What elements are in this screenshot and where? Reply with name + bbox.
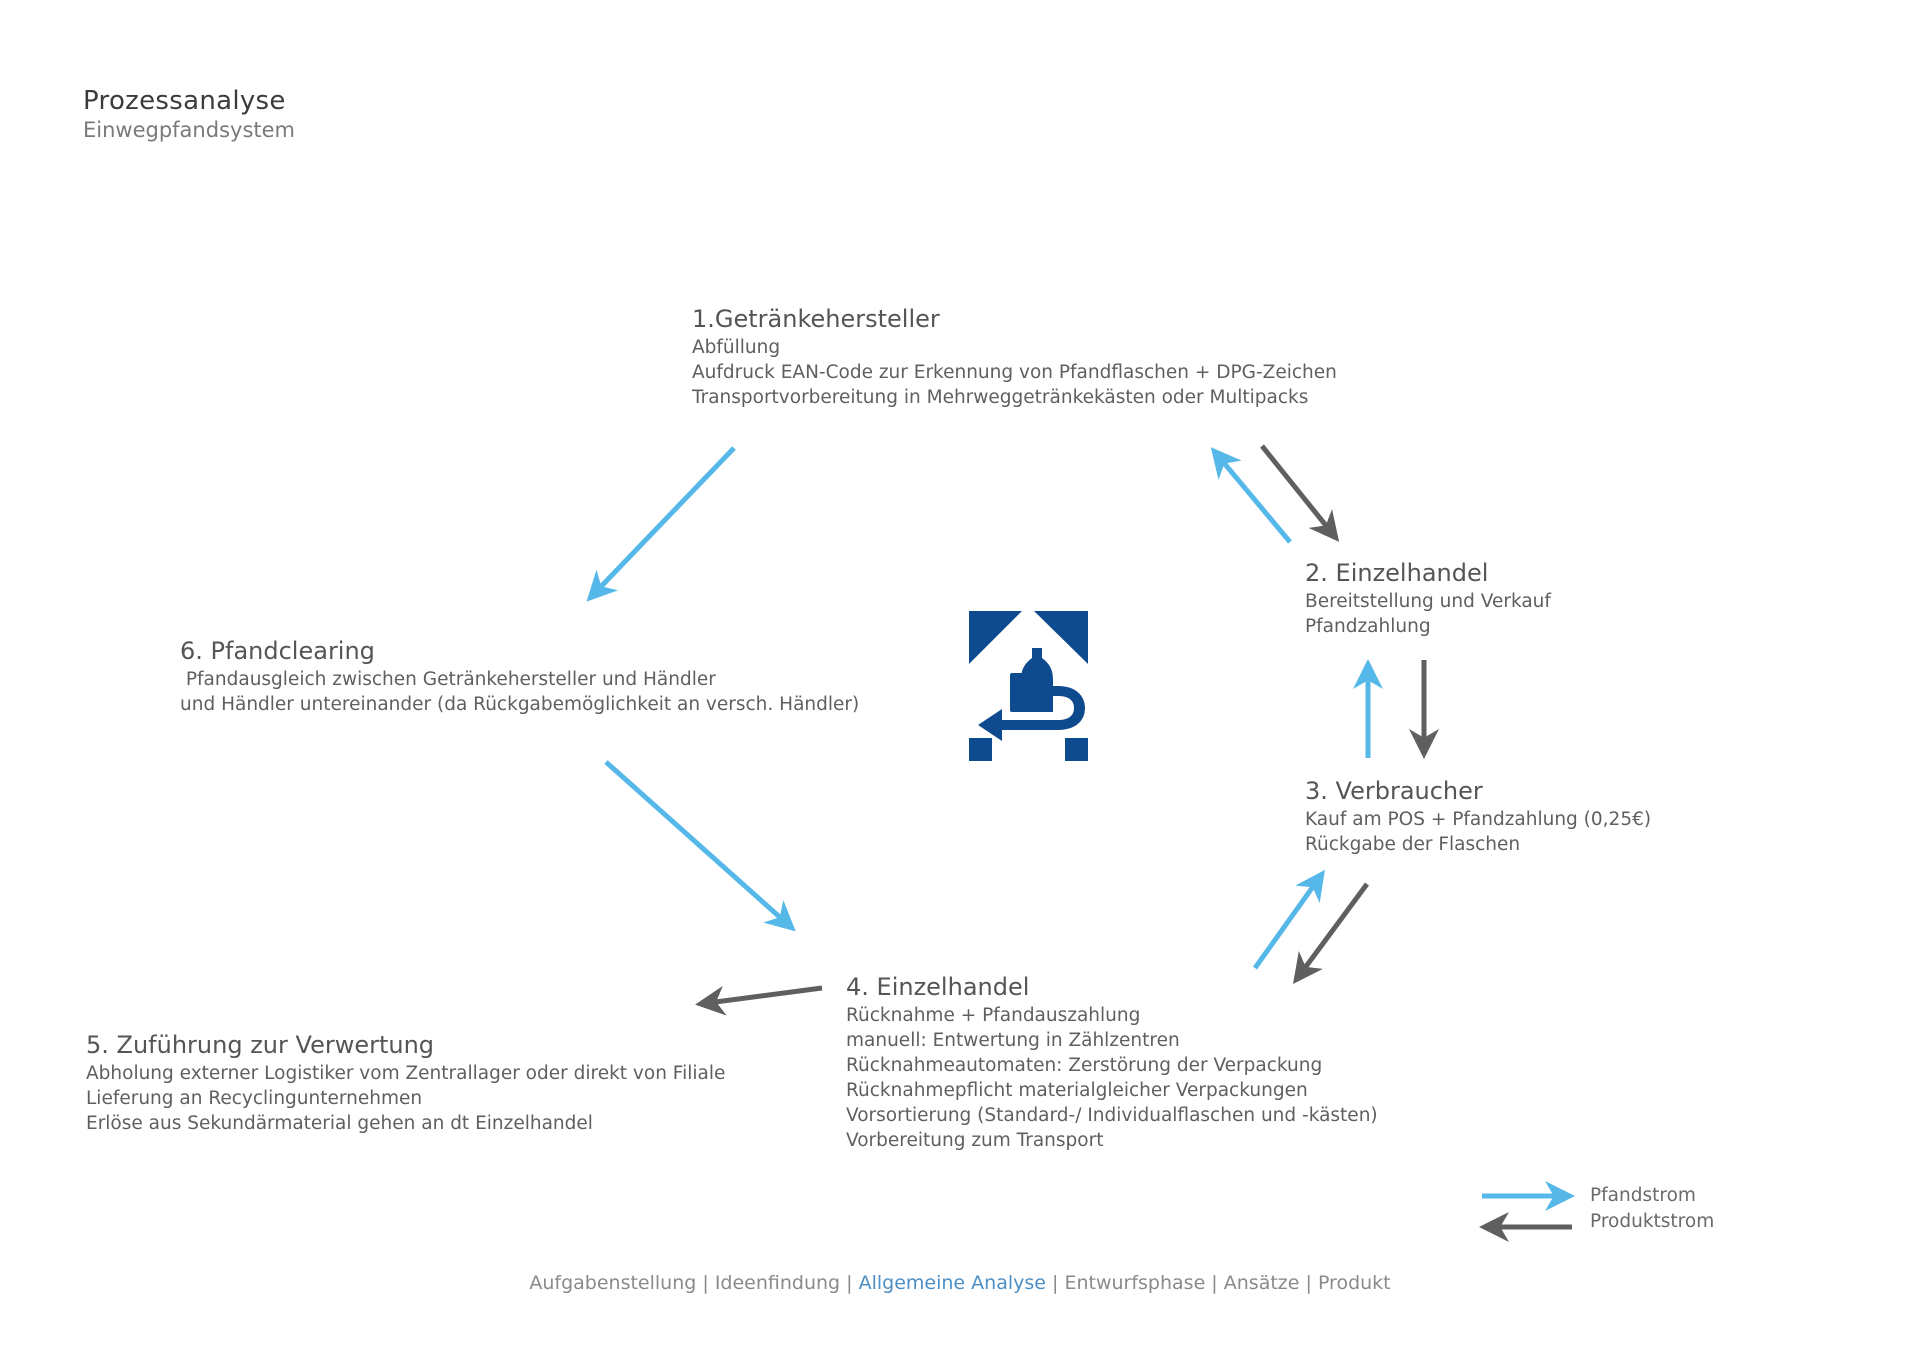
node-line: Rücknahmepflicht materialgleicher Verpac…: [846, 1080, 1308, 1101]
node-line: manuell: Entwertung in Zählzentren: [846, 1030, 1180, 1051]
node-title: 5. Zuführung zur Verwertung: [86, 1031, 435, 1059]
node-pfandclearing: 6. Pfandclearing Pfandausgleich zwischen…: [180, 635, 859, 717]
node-line: und Händler untereinander (da Rückgabemö…: [180, 694, 860, 715]
node-line: Vorsortierung (Standard-/ Individualflas…: [846, 1105, 1378, 1126]
nav-item-ansaetze[interactable]: Ansätze: [1223, 1272, 1300, 1294]
node-einzelhandel-ruecknahme: 4. Einzelhandel Rücknahme + Pfandauszahl…: [846, 971, 1378, 1153]
node-line: Abfüllung: [692, 337, 781, 358]
nav-separator: |: [1299, 1272, 1318, 1294]
arrow-pfand-1-to-6: [586, 446, 736, 602]
einwegpfand-logo-icon: [969, 611, 1088, 761]
node-title: 6. Pfandclearing: [180, 637, 375, 665]
arrow-produkt-4-to-5: [695, 985, 823, 1016]
arrow-produkt-1-to-2: [1260, 444, 1340, 542]
nav-item-allgemeine-analyse[interactable]: Allgemeine Analyse: [858, 1272, 1046, 1294]
node-line: Rücknahme + Pfandauszahlung: [846, 1005, 1141, 1026]
node-line: Bereitstellung und Verkauf: [1305, 591, 1551, 612]
node-einzelhandel-verkauf: 2. Einzelhandel Bereitstellung und Verka…: [1305, 557, 1551, 639]
node-line: Kauf am POS + Pfandzahlung (0,25€): [1305, 809, 1652, 830]
node-getraenkehersteller: 1.Getränkehersteller Abfüllung Aufdruck …: [692, 303, 1337, 410]
node-line: Aufdruck EAN-Code zur Erkennung von Pfan…: [692, 362, 1337, 383]
node-line: Pfandausgleich zwischen Getränkeherstell…: [180, 669, 716, 690]
arrow-pfand-2-to-1: [1210, 447, 1292, 544]
page-title: Prozessanalyse: [83, 86, 286, 116]
nav-separator: |: [840, 1272, 859, 1294]
legend-produktstrom-label: Produktstrom: [1590, 1211, 1715, 1232]
node-line: Transportvorbereitung in Mehrweggetränke…: [692, 387, 1309, 408]
node-line: Pfandzahlung: [1305, 616, 1431, 637]
node-line: Vorbereitung zum Transport: [846, 1130, 1104, 1151]
node-line: Lieferung an Recyclingunternehmen: [86, 1088, 423, 1109]
nav-item-aufgabenstellung[interactable]: Aufgabenstellung: [529, 1272, 697, 1294]
node-title: 2. Einzelhandel: [1305, 559, 1489, 587]
nav-item-ideenfindung[interactable]: Ideenfindung: [714, 1272, 841, 1294]
legend-pfandstrom-label: Pfandstrom: [1590, 1185, 1696, 1206]
footer-navigation: Aufgabenstellung | Ideenfindung | Allgem…: [0, 1272, 1920, 1294]
node-line: Erlöse aus Sekundärmaterial gehen an dt …: [86, 1113, 593, 1134]
node-line: Rückgabe der Flaschen: [1305, 834, 1521, 855]
arrow-produkt-3-to-4: [1293, 882, 1370, 985]
node-verwertung: 5. Zuführung zur Verwertung Abholung ext…: [86, 1029, 725, 1136]
nav-separator: |: [1045, 1272, 1065, 1294]
nav-separator: |: [1205, 1272, 1224, 1294]
node-title: 3. Verbraucher: [1305, 777, 1483, 805]
nav-separator: |: [696, 1272, 715, 1294]
node-line: Abholung externer Logistiker vom Zentral…: [86, 1063, 726, 1084]
node-title: 4. Einzelhandel: [846, 973, 1030, 1001]
arrow-pfand-4-to-3: [1252, 869, 1325, 970]
page-subtitle: Einwegpfandsystem: [83, 118, 295, 142]
node-title: 1.Getränkehersteller: [692, 305, 940, 333]
node-verbraucher: 3. Verbraucher Kauf am POS + Pfandzahlun…: [1305, 775, 1651, 857]
nav-item-entwurfsphase[interactable]: Entwurfsphase: [1064, 1272, 1206, 1294]
arrow-pfand-6-to-4: [604, 760, 796, 932]
node-line: Rücknahmeautomaten: Zerstörung der Verpa…: [846, 1055, 1323, 1076]
nav-item-produkt[interactable]: Produkt: [1317, 1272, 1391, 1294]
